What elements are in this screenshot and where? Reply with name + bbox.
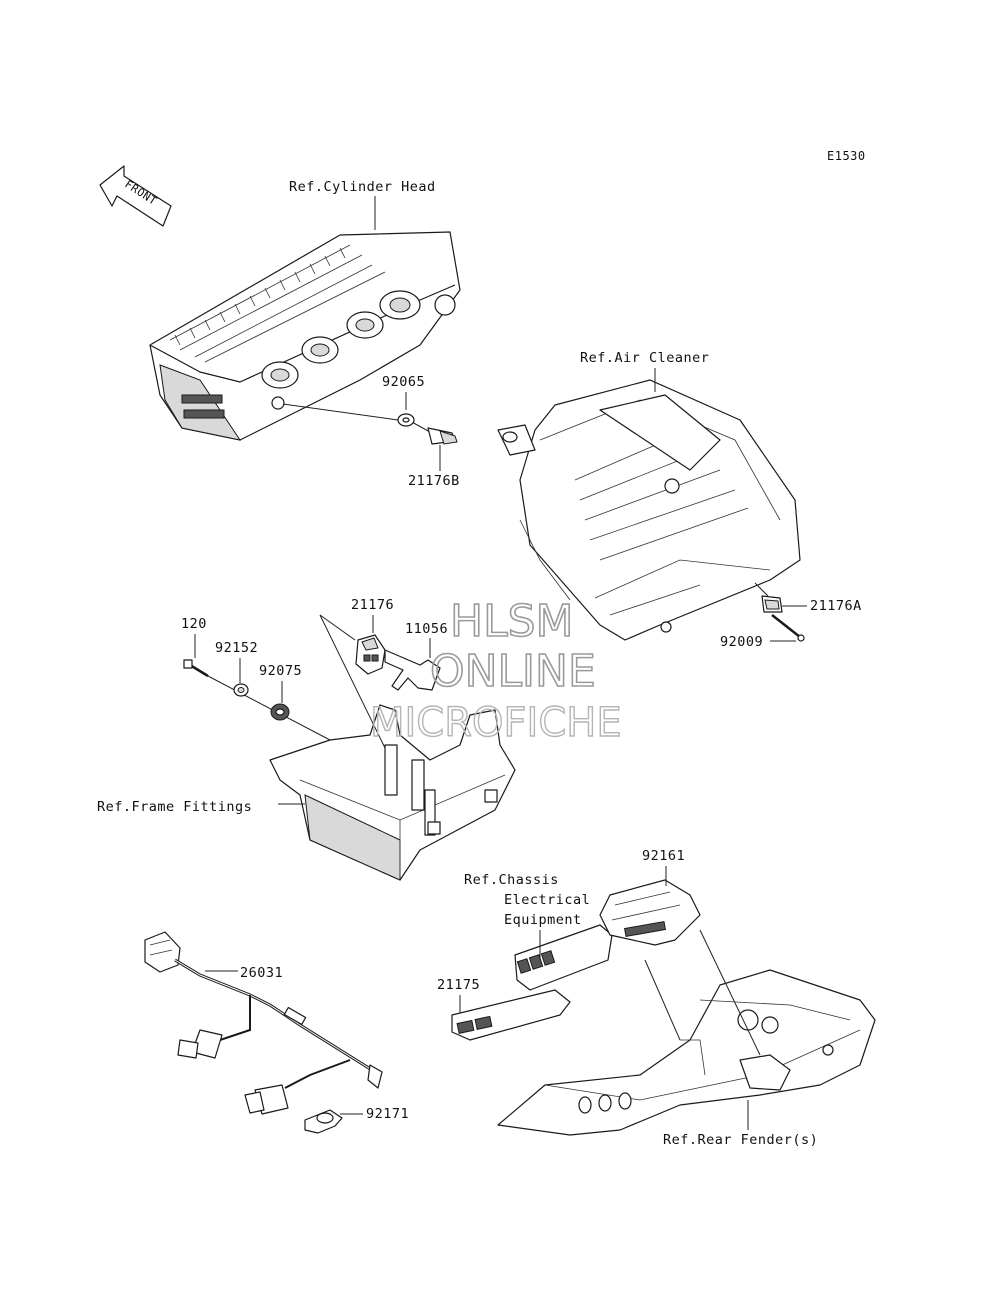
label-ref-rear-fender: Ref.Rear Fender(s) xyxy=(663,1132,818,1148)
label-ref-chassis-1: Ref.Chassis xyxy=(464,872,559,888)
watermark: HLSM ONLINE MICROFICHE xyxy=(369,595,622,747)
cylinder-head-drawing xyxy=(149,231,461,441)
label-ref-chassis-3: Equipment xyxy=(504,912,582,928)
label-ref-air-cleaner: Ref.Air Cleaner xyxy=(580,350,709,366)
ecu-unit-drawing xyxy=(514,924,613,991)
collar-92152 xyxy=(233,683,249,697)
label-92075: 92075 xyxy=(259,663,302,679)
sensor-21176a xyxy=(761,595,783,613)
label-92171: 92171 xyxy=(366,1106,409,1122)
label-21176b: 21176B xyxy=(408,473,460,489)
label-ref-chassis-2: Electrical xyxy=(504,892,590,908)
ecu-tray-drawing xyxy=(269,704,516,881)
ecu-holder-92161 xyxy=(599,879,701,946)
diagram-code: E1530 xyxy=(827,149,866,163)
harness-26031 xyxy=(144,931,383,1115)
bolt-120 xyxy=(183,659,209,678)
watermark-line-2: ONLINE xyxy=(430,646,596,697)
label-92065: 92065 xyxy=(382,374,425,390)
label-ref-cylinder-head: Ref.Cylinder Head xyxy=(289,179,436,195)
air-cleaner-drawing xyxy=(497,379,801,641)
label-92161: 92161 xyxy=(642,848,685,864)
clamp-92171 xyxy=(304,1109,343,1134)
label-92152: 92152 xyxy=(215,640,258,656)
watermark-line-3: MICROFICHE xyxy=(370,700,622,746)
label-26031: 26031 xyxy=(240,965,283,981)
sensor-21176 xyxy=(355,634,386,675)
bracket-11056 xyxy=(384,649,441,691)
label-21176: 21176 xyxy=(351,597,394,613)
bolt-92009 xyxy=(771,614,805,642)
label-92009: 92009 xyxy=(720,634,763,650)
rear-fender-drawing xyxy=(497,969,876,1136)
label-21175: 21175 xyxy=(437,977,480,993)
module-21175 xyxy=(451,989,571,1041)
label-21176a: 21176A xyxy=(810,598,862,614)
grommet-92075 xyxy=(270,703,290,721)
label-120: 120 xyxy=(181,616,207,632)
label-ref-frame-fittings: Ref.Frame Fittings xyxy=(97,799,252,815)
watermark-line-1: HLSM xyxy=(450,596,574,647)
sensor-21176b xyxy=(427,427,458,445)
label-11056: 11056 xyxy=(405,621,448,637)
front-arrow-icon: FRONT xyxy=(99,165,172,227)
